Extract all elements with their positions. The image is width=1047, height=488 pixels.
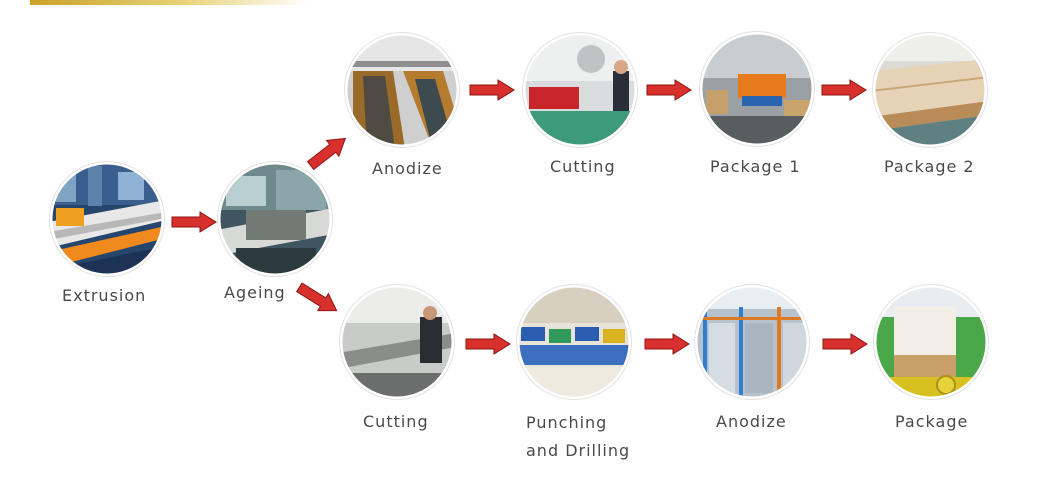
- arrow-punching-to-anodize: [645, 334, 689, 354]
- label-anodize-top: Anodize: [372, 159, 443, 178]
- label-cutting-bottom: Cutting: [363, 412, 429, 431]
- arrow-extrusion-to-ageing: [172, 212, 216, 232]
- label-package1: Package 1: [710, 157, 801, 176]
- label-ageing: Ageing: [224, 283, 286, 302]
- arrow-anodize-to-package: [823, 334, 867, 354]
- label-punching-drilling: Punching and Drilling: [526, 409, 630, 465]
- label-anodize-bottom: Anodize: [716, 412, 787, 431]
- label-package: Package: [895, 412, 968, 431]
- arrow-cutting-to-punching: [466, 334, 510, 354]
- label-extrusion: Extrusion: [62, 286, 146, 305]
- arrow-package1-to-package2: [822, 80, 866, 100]
- extrusion-photo: [48, 160, 166, 278]
- arrow-anodize-to-cutting-top: [470, 80, 514, 100]
- label-cutting-top: Cutting: [550, 157, 616, 176]
- cutting-bottom-photo: [338, 283, 456, 401]
- header-accent-line: [30, 0, 310, 5]
- package2-photo: [871, 31, 989, 149]
- ageing-photo: [216, 160, 334, 278]
- package-photo: [872, 283, 990, 401]
- arrow-cutting-to-package1: [647, 80, 691, 100]
- cutting-top-photo: [521, 31, 639, 149]
- arrow-ageing-to-cutting-bottom: [296, 289, 340, 309]
- label-package2: Package 2: [884, 157, 975, 176]
- punching-photo: [515, 283, 633, 401]
- anodize-bottom-photo: [693, 283, 811, 401]
- arrow-ageing-to-anodize-top: [306, 142, 350, 162]
- package1-photo: [698, 30, 816, 148]
- anodize-top-photo: [343, 31, 461, 149]
